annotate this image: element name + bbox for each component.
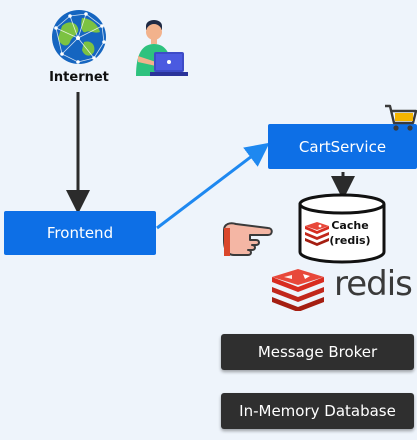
redis-logo-text: redis: [334, 264, 413, 304]
internet-label: Internet: [49, 70, 109, 85]
cache-label-line2: (redis): [329, 234, 371, 247]
arrow-frontend-to-cartservice: [156, 142, 270, 230]
cache-redis-logo-icon: [305, 222, 329, 246]
in-memory-database-node[interactable]: In-Memory Database: [221, 393, 414, 429]
pointing-hand-icon: [223, 222, 273, 256]
globe-icon: [52, 10, 106, 64]
message-broker-node[interactable]: Message Broker: [221, 334, 414, 370]
frontend-node[interactable]: Frontend: [4, 211, 156, 255]
cache-label-line1: Cache: [331, 219, 369, 232]
shopping-cart-icon: [385, 104, 417, 131]
cache-label: Cache (redis): [320, 218, 380, 248]
redis-logo-icon: [272, 269, 324, 311]
developer-icon: [136, 20, 188, 76]
database-cylinder-icon[interactable]: [296, 192, 388, 266]
cartservice-node[interactable]: CartService: [268, 124, 417, 169]
